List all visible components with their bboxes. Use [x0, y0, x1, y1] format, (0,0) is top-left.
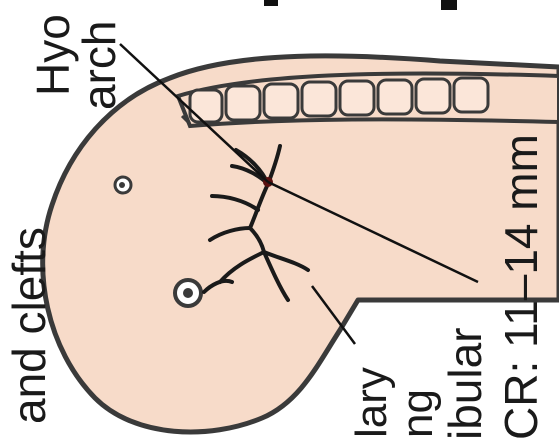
eye-pupil	[183, 288, 193, 298]
somite	[454, 78, 488, 112]
cropped-mark	[264, 0, 278, 6]
maxillary-label-line2: ng	[396, 389, 440, 438]
somite	[302, 82, 336, 116]
somite	[226, 86, 260, 120]
otic-pit-center	[119, 182, 125, 188]
somite	[378, 80, 412, 114]
clefts-label: and clefts	[6, 227, 52, 424]
hyoid-arch-label-line2: arch	[76, 21, 122, 110]
somite	[190, 90, 222, 122]
crown-rump-length-label: CR: 11–14 mm	[498, 134, 544, 440]
mandibular-label: ibular	[442, 327, 488, 440]
somite	[340, 81, 374, 115]
somite	[416, 79, 450, 113]
cropped-mark	[441, 0, 457, 10]
somite	[264, 84, 298, 118]
maxillary-label-line1: lary	[350, 367, 394, 438]
hyoid-arch-label-line1: Hyo	[30, 14, 76, 96]
